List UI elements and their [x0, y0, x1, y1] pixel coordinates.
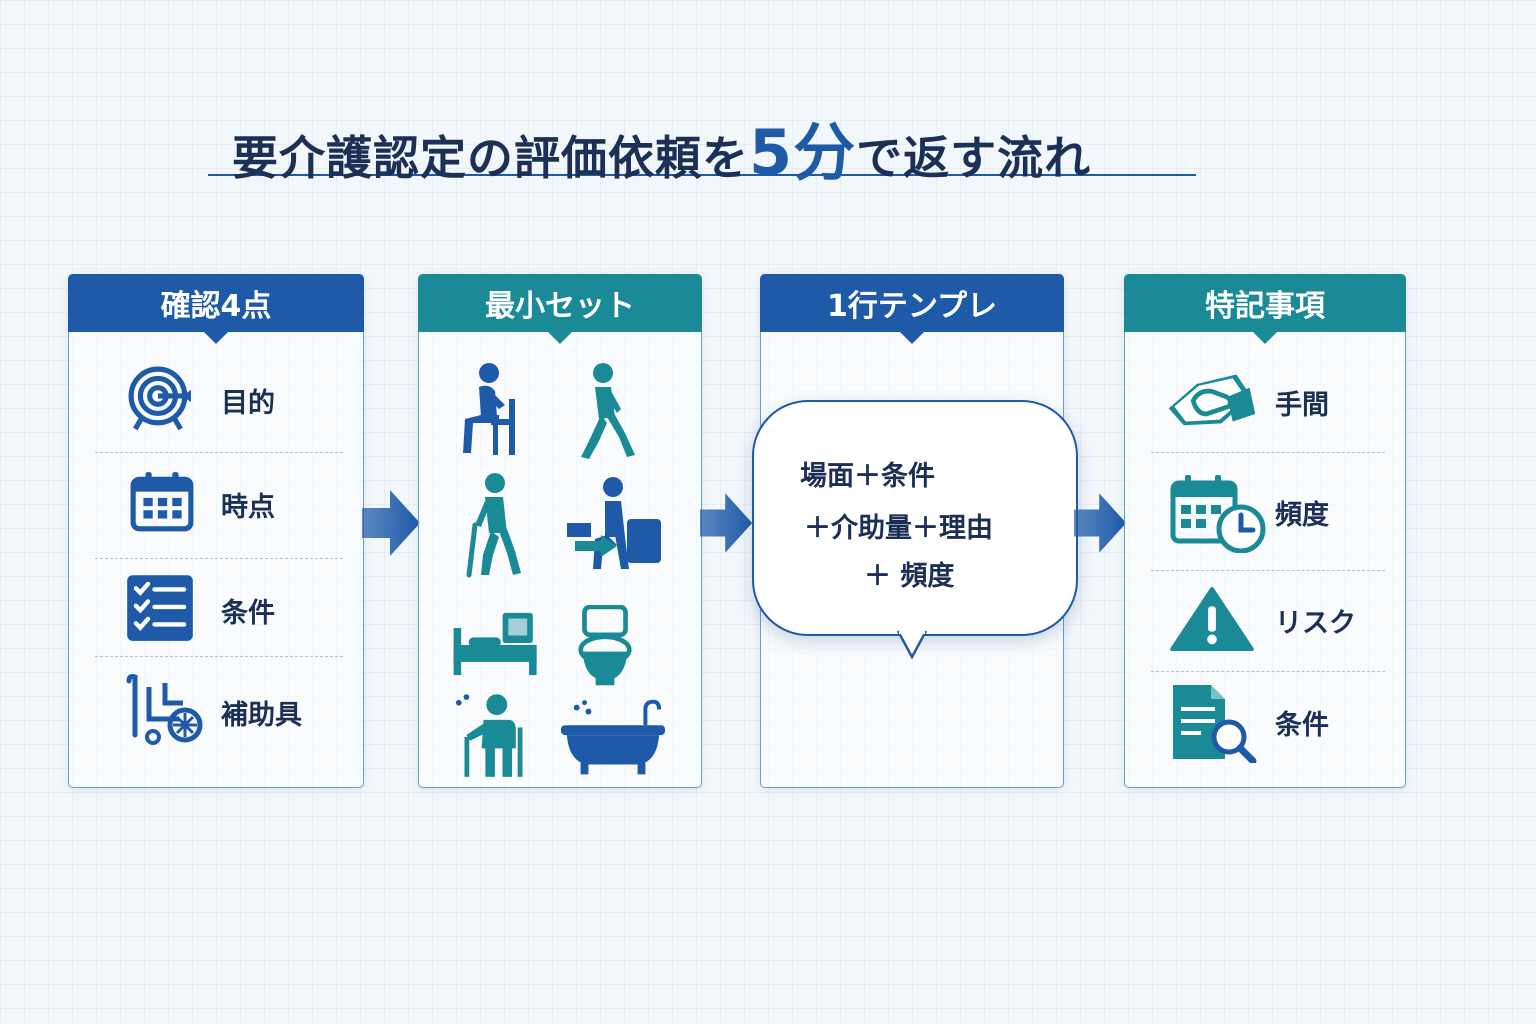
item-label: 補助具 [221, 700, 302, 731]
checklist-icon [127, 575, 193, 641]
arrow-right-icon [362, 490, 420, 556]
wheelchair-cane-icon [126, 674, 203, 745]
card-header: 最小セット [418, 274, 702, 344]
arrow-right-icon [700, 493, 753, 553]
item-purpose: 目的 [69, 347, 363, 451]
divider [1151, 671, 1385, 672]
cane-walking-icon [466, 473, 521, 578]
divider [95, 558, 343, 559]
template-line: ＋介助量＋理由 [804, 513, 993, 544]
template-line: ＋ 頻度 [864, 561, 955, 592]
item-label: 頻度 [1275, 500, 1329, 531]
sitting-person-icon [463, 363, 515, 455]
title-text: 要介護認定の評価依頼を5分で返す流れ [232, 102, 1091, 192]
card-header: 特記事項 [1124, 274, 1406, 344]
item-label: 手間 [1275, 390, 1329, 421]
divider [95, 452, 343, 453]
elderly-person-icon [455, 694, 523, 777]
divider [1151, 570, 1385, 571]
card-header: 確認4点 [68, 274, 364, 344]
divider [1151, 452, 1385, 453]
bed-icon [453, 612, 537, 676]
card-confirm-points: 確認4点 目的 時点 [68, 274, 364, 788]
bathtub-icon [560, 699, 666, 775]
item-timepoint: 時点 [69, 453, 363, 557]
template-line: 場面＋条件 [800, 461, 935, 492]
item-label: 目的 [221, 388, 275, 419]
title-before: 要介護認定の評価依頼を [232, 131, 749, 185]
item-label: 条件 [1275, 710, 1329, 741]
calendar-clock-icon [1170, 475, 1266, 553]
item-assistive-devices: 補助具 [69, 661, 363, 765]
item-risk: リスク [1125, 571, 1405, 675]
template-speech-bubble: 場面＋条件 ＋介助量＋理由 ＋ 頻度 [752, 400, 1078, 636]
item-frequency: 頻度 [1125, 455, 1405, 559]
item-effort: 手間 [1125, 351, 1405, 455]
divider [95, 656, 343, 657]
walking-person-icon [581, 363, 635, 459]
speech-tail-icon [896, 629, 928, 659]
item-conditions: 条件 [1125, 673, 1405, 777]
toilet-icon [578, 605, 632, 686]
warning-icon [1170, 586, 1254, 652]
card-special-notes: 特記事項 手間 頻度 [1124, 274, 1406, 788]
arrow-right-icon [1074, 493, 1127, 553]
item-label: 時点 [221, 492, 275, 523]
item-label: 条件 [221, 598, 275, 629]
calendar-icon [130, 472, 194, 532]
card-minimum-set: 最小セット [418, 274, 702, 788]
title-number: 5分 [749, 116, 857, 189]
title-after: で返す流れ [856, 131, 1092, 185]
hand-wiping-icon [1168, 374, 1256, 426]
target-icon [128, 366, 191, 431]
card-header: 1行テンプレ [760, 274, 1064, 344]
page-title: 要介護認定の評価依頼を5分で返す流れ [208, 92, 1196, 189]
transfer-icon [567, 477, 661, 569]
item-label: リスク [1275, 608, 1356, 639]
item-conditions: 条件 [69, 559, 363, 663]
document-search-icon [1173, 685, 1257, 763]
